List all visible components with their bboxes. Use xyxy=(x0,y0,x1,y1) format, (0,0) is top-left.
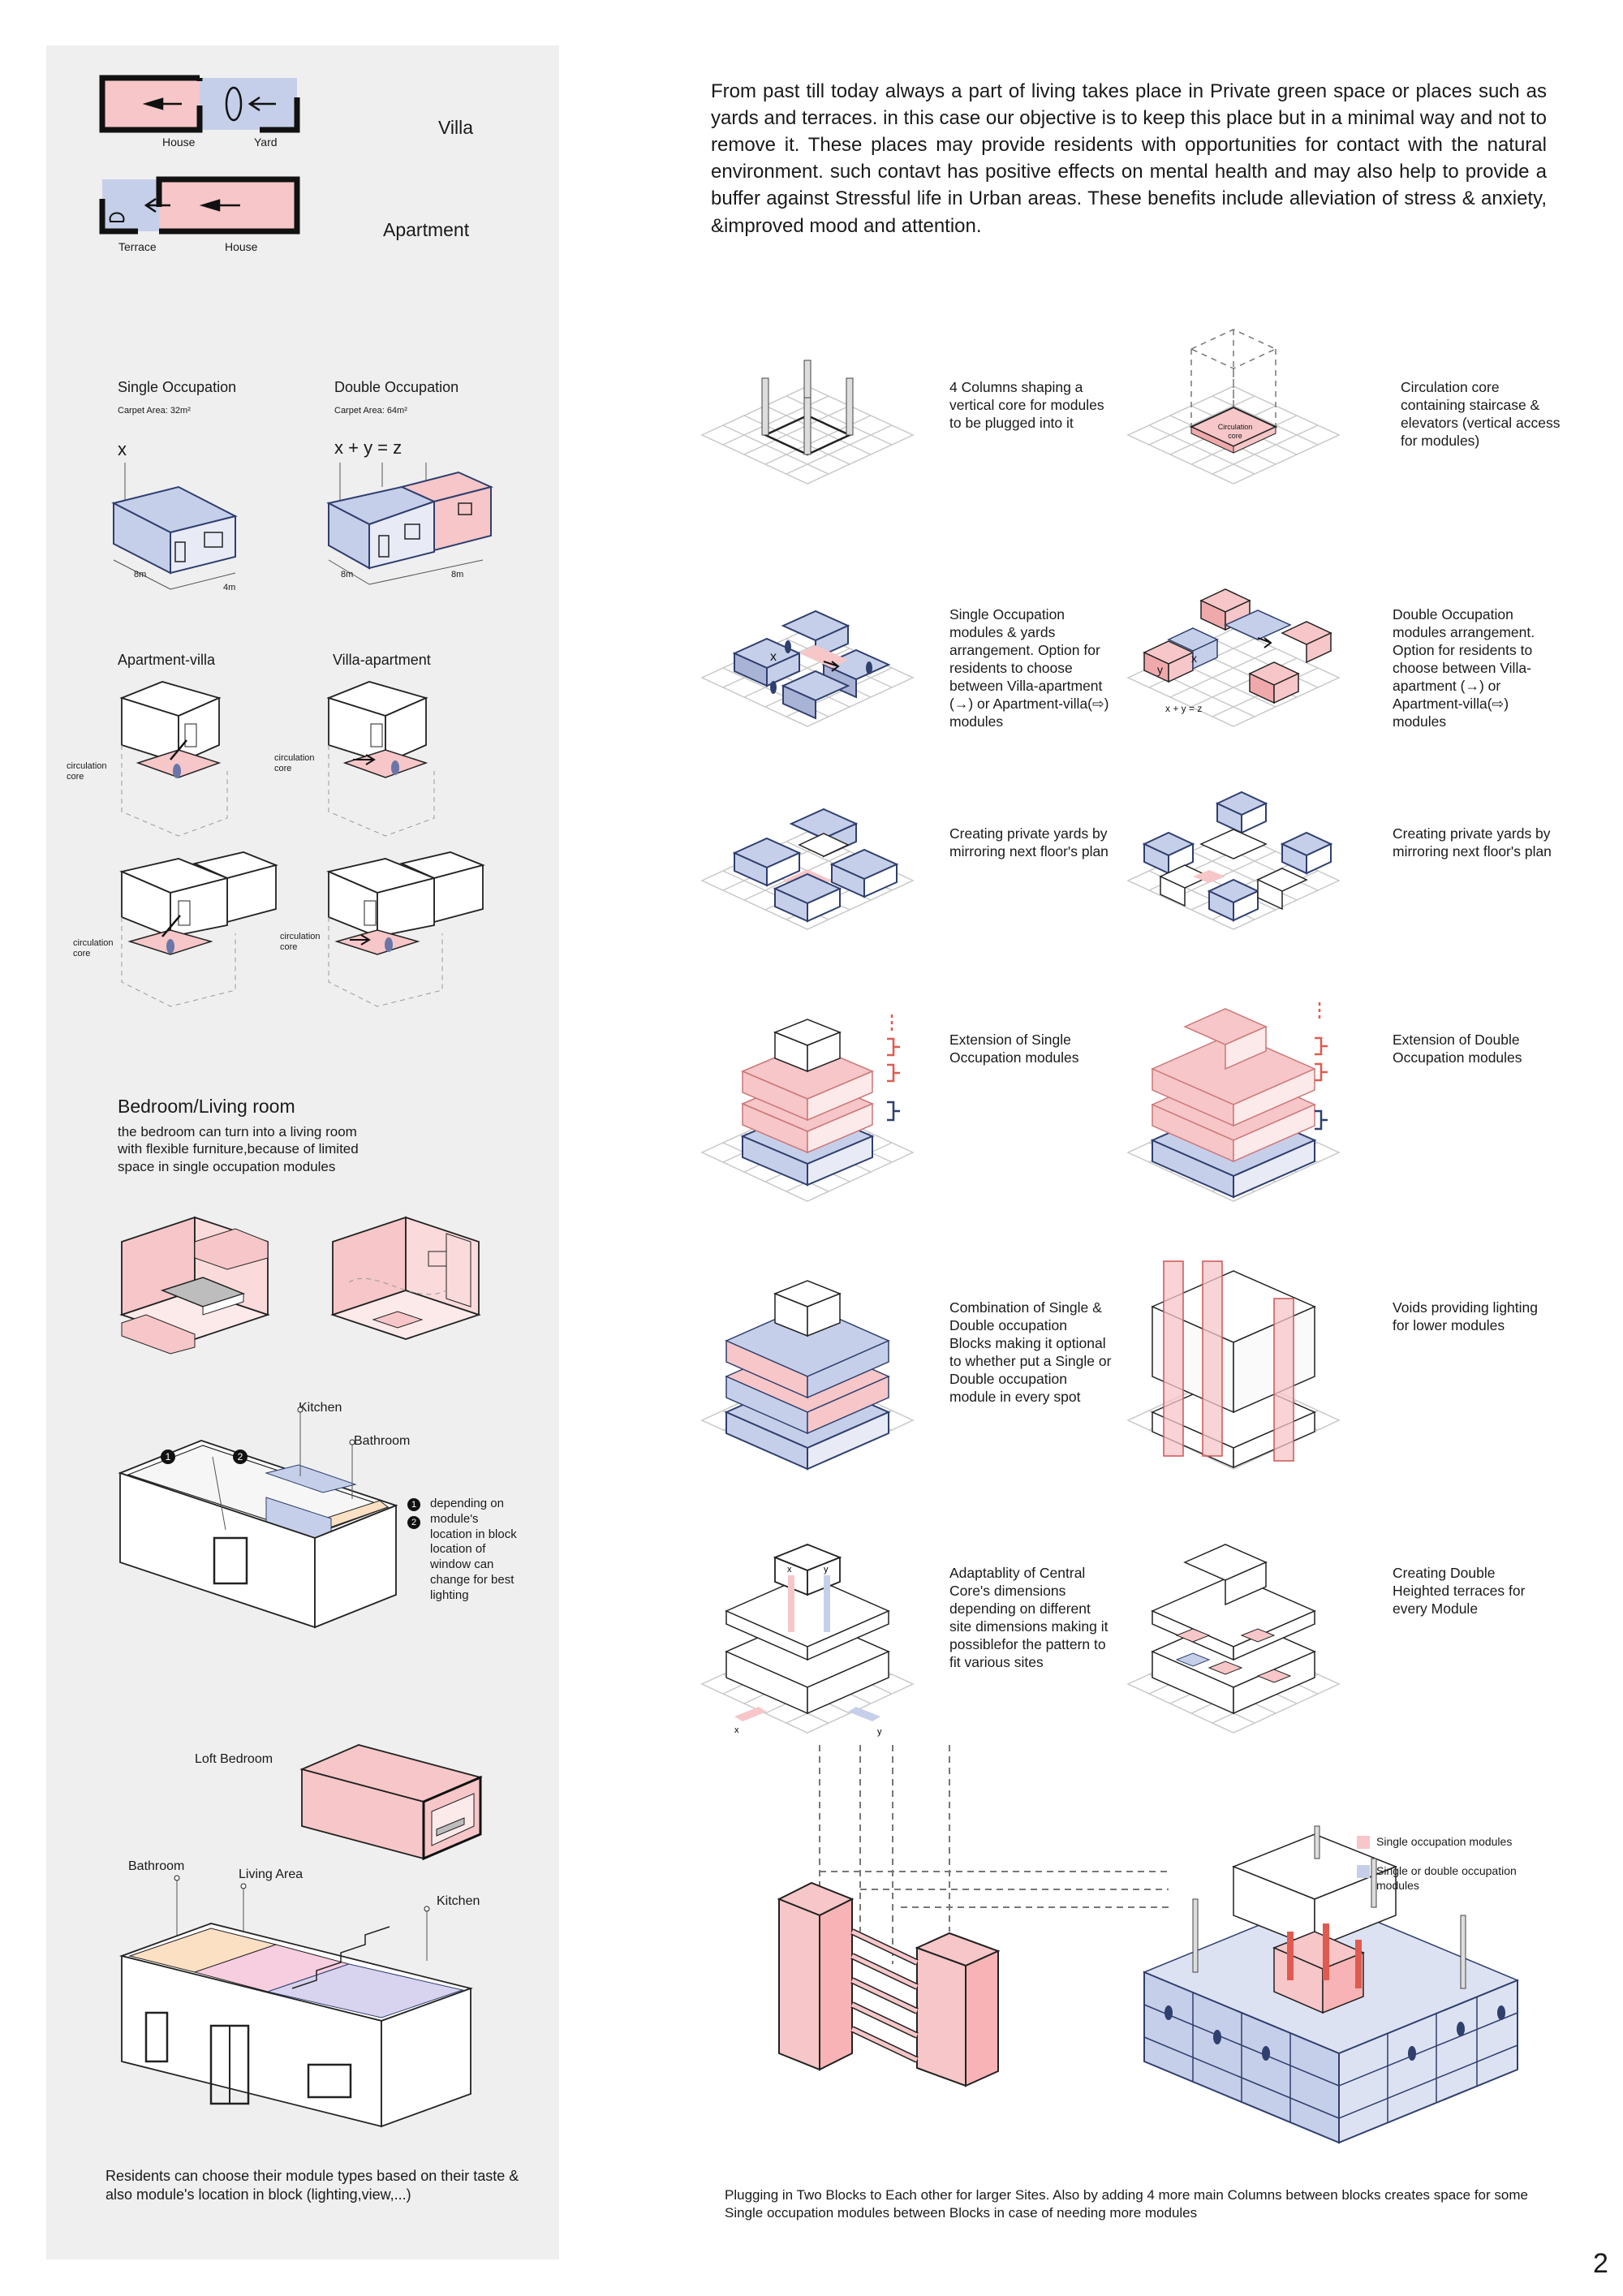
step6-caption: Creating private yards by mirroring next… xyxy=(1393,825,1555,860)
svg-text:y: y xyxy=(824,1565,829,1574)
living-room-iso xyxy=(325,1217,487,1363)
double-title: Double Occupation xyxy=(334,378,458,397)
villa-schematic xyxy=(97,73,308,138)
plan-note: depending on module's location in block … xyxy=(430,1497,521,1603)
step10-voids xyxy=(1128,1250,1339,1477)
svg-text:y: y xyxy=(1157,663,1163,676)
step12-caption: Creating Double Heighted terraces for ev… xyxy=(1393,1564,1555,1618)
villa-house-label: House xyxy=(162,136,195,150)
step5-single-yards xyxy=(702,799,913,937)
circ-core-label-4: circulation core xyxy=(280,932,337,953)
bottom-note: Residents can choose their module types … xyxy=(105,2167,527,2203)
loft-module-iso xyxy=(114,1867,495,2143)
intro-paragraph: From past till today always a part of li… xyxy=(711,78,1547,239)
circ-core-label-1: circulation core xyxy=(67,761,123,782)
single-area: Carpet Area: 32m² xyxy=(118,406,191,416)
svg-text:x: x xyxy=(734,1725,739,1735)
apartment-terrace-label: Terrace xyxy=(118,240,157,255)
plan-note-marker-2: 2 xyxy=(407,1516,420,1529)
step7-single-extension xyxy=(702,1014,913,1209)
villa-apartment-title: Villa-apartment xyxy=(333,651,431,670)
villa-apartment-single-iso xyxy=(321,682,467,844)
step9-combination xyxy=(702,1274,913,1477)
assembly-links xyxy=(820,1867,1169,1915)
legend-single-label: Single occupation modules xyxy=(1376,1835,1512,1850)
step6-double-yards xyxy=(1128,795,1339,937)
step8-stack xyxy=(1152,1009,1315,1197)
circ-core-label-3: circulation core xyxy=(73,938,130,959)
page-number: 2 xyxy=(1593,2248,1608,2280)
villa-title: Villa xyxy=(438,116,473,140)
single-dim-8m: 8m xyxy=(134,570,146,580)
step7-stack xyxy=(743,1019,872,1185)
bedroom-room-iso xyxy=(114,1217,276,1363)
step3-caption: Single Occupation modules & yards arrang… xyxy=(949,605,1112,730)
step4-formula: x + y = z xyxy=(1165,703,1202,714)
bedroom-text: the bedroom can turn into a living room … xyxy=(118,1123,361,1175)
double-dim-8m-b: 8m xyxy=(451,570,463,580)
apartment-villa-title: Apartment-villa xyxy=(118,651,215,670)
circ-core-label-2: circulation core xyxy=(274,753,331,774)
svg-text:x: x xyxy=(1191,652,1197,665)
loft-bedroom-label: Loft Bedroom xyxy=(195,1751,273,1768)
double-dim-8m-a: 8m xyxy=(341,570,353,580)
footer-note: Plugging in Two Blocks to Each other for… xyxy=(725,2186,1552,2222)
legend-double-swatch xyxy=(1357,1865,1370,1878)
step7-caption: Extension of Single Occupation modules xyxy=(949,1031,1112,1066)
single-module-iso xyxy=(105,454,243,592)
apartment-title: Apartment xyxy=(383,218,469,242)
legend-double-label: Single or double occupation modules xyxy=(1376,1864,1547,1893)
step3-single-arrangement: x xyxy=(702,597,913,734)
villa-yard-label: Yard xyxy=(254,136,278,150)
apartment-villa-single-iso xyxy=(114,682,260,844)
step2-core-label: Circulation core xyxy=(1215,423,1255,441)
legend-single-swatch xyxy=(1357,1836,1370,1849)
svg-text:x: x xyxy=(787,1565,792,1574)
step2-core-diagram xyxy=(1128,317,1339,487)
single-dim-4m: 4m xyxy=(223,583,235,593)
svg-text:x: x xyxy=(770,650,777,664)
apartment-schematic xyxy=(97,174,308,239)
step1-columns-diagram xyxy=(702,373,913,487)
step11-adaptable-core: x y x y xyxy=(702,1538,913,1741)
bedroom-title: Bedroom/Living room xyxy=(118,1096,295,1118)
step8-caption: Extension of Double Occupation modules xyxy=(1393,1031,1555,1066)
module-plan-iso xyxy=(112,1408,404,1643)
step4-double-arrangement: y x xyxy=(1128,584,1339,734)
double-area: Carpet Area: 64m² xyxy=(334,406,407,416)
apartment-villa-double-iso xyxy=(114,852,284,1014)
villa-apartment-double-iso xyxy=(321,852,491,1014)
step11-caption: Adaptablity of Central Core's dimensions… xyxy=(949,1564,1112,1671)
plan-marker-2: 2 xyxy=(233,1450,248,1464)
step4-caption: Double Occupation modules arrangement. O… xyxy=(1393,605,1555,730)
step10-caption: Voids providing lighting for lower modul… xyxy=(1393,1299,1555,1334)
step1-caption: 4 Columns shaping a vertical core for mo… xyxy=(949,378,1112,432)
step8-double-extension xyxy=(1128,1002,1339,1209)
step12-double-terraces xyxy=(1128,1538,1339,1741)
single-title: Single Occupation xyxy=(118,378,236,397)
plugging-blocks-diagram xyxy=(763,1745,1006,2134)
apartment-house-label: House xyxy=(225,240,257,255)
loft-bedroom-iso xyxy=(294,1745,489,1875)
step5-caption: Creating private yards by mirroring next… xyxy=(949,825,1112,860)
combined-block-diagram xyxy=(1128,1810,1534,2151)
step2-caption: Circulation core containing staircase & … xyxy=(1401,378,1563,450)
step9-caption: Combination of Single & Double occupatio… xyxy=(949,1299,1112,1406)
plan-marker-1: 1 xyxy=(161,1450,175,1464)
plan-note-marker-1: 1 xyxy=(407,1498,420,1511)
svg-text:y: y xyxy=(877,1727,882,1737)
